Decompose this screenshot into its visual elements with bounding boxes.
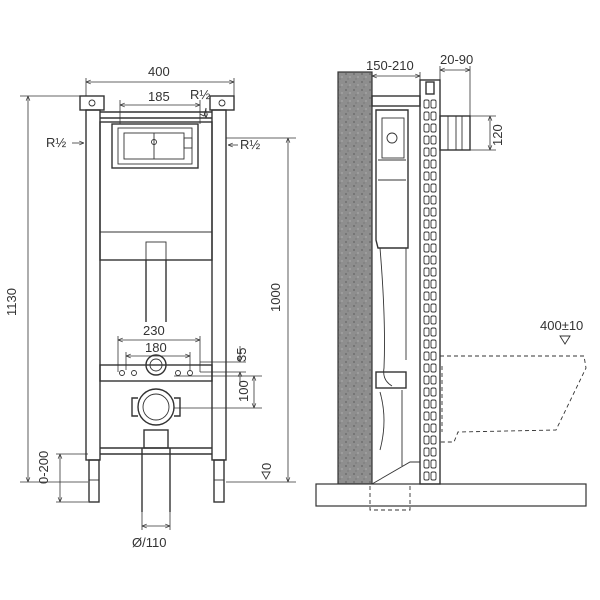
frame-slot — [430, 375, 437, 385]
frame-slot — [423, 351, 430, 361]
frame-uprights — [79, 95, 235, 503]
frame-slot — [430, 435, 437, 445]
zero-level-label: 0 — [259, 463, 274, 470]
frame-slot — [423, 435, 430, 445]
frame-slot — [423, 423, 430, 433]
frame-slot — [423, 471, 430, 481]
dim-150-210-label: 150-210 — [366, 58, 414, 73]
frame-slot — [423, 399, 430, 409]
thread-right-label: R½ — [240, 137, 260, 152]
frame-slot — [430, 111, 437, 121]
frame-slot — [430, 195, 437, 205]
frame-slot — [430, 447, 437, 457]
frame-slots — [423, 99, 437, 481]
frame-slot — [430, 231, 437, 241]
thread-left-label: R½ — [46, 135, 66, 150]
frame-slot — [423, 459, 430, 469]
frame-slot — [423, 411, 430, 421]
frame-slot — [430, 411, 437, 421]
frame-slot — [423, 243, 430, 253]
frame-slot — [430, 351, 437, 361]
frame-slot — [423, 159, 430, 169]
frame-slot — [423, 183, 430, 193]
frame-slot — [423, 231, 430, 241]
frame-slot — [423, 195, 430, 205]
front-view: 400 185 R½ R½ R½ 1130 1000 — [4, 64, 296, 550]
side-dimensions: 150-210 20-90 120 400±10 — [366, 52, 583, 345]
frame-slot — [423, 147, 430, 157]
frame-slot — [423, 267, 430, 277]
frame-slot — [423, 363, 430, 373]
toilet-bowl-outline — [440, 355, 587, 443]
dim-230-label: 230 — [143, 323, 165, 338]
frame-slot — [423, 123, 430, 133]
frame-slot — [430, 279, 437, 289]
frame-slot — [430, 459, 437, 469]
frame-slot — [423, 207, 430, 217]
dim-0-200-label: 0-200 — [36, 451, 51, 484]
dim-400-label: 400 — [148, 64, 170, 79]
frame-slot — [430, 159, 437, 169]
frame-slot — [423, 291, 430, 301]
frame-slot — [423, 171, 430, 181]
frame-slot — [423, 219, 430, 229]
frame-slot — [423, 339, 430, 349]
dim-185-label: 185 — [148, 89, 170, 104]
dim-35-label: 35 — [234, 348, 249, 362]
dim-20-90-label: 20-90 — [440, 52, 473, 67]
front-dimensions: 400 185 R½ R½ R½ 1130 1000 — [4, 64, 296, 550]
side-frame-column — [419, 79, 441, 485]
frame-slot — [430, 147, 437, 157]
frame-slot — [423, 279, 430, 289]
flush-pipe — [145, 260, 167, 322]
frame-slot — [423, 387, 430, 397]
frame-slot — [430, 471, 437, 481]
frame-slot — [430, 135, 437, 145]
frame-slot — [430, 387, 437, 397]
cistern — [99, 121, 213, 261]
dim-1130-label: 1130 — [4, 288, 19, 316]
frame-slot — [423, 99, 430, 109]
frame-slot — [430, 123, 437, 133]
frame-slot — [430, 291, 437, 301]
frame-slot — [430, 303, 437, 313]
frame-slot — [423, 375, 430, 385]
dim-100-label: 100 — [236, 380, 251, 402]
frame-slot — [430, 99, 437, 109]
frame-slot — [430, 339, 437, 349]
frame-slot — [430, 255, 437, 265]
side-view: 150-210 20-90 120 400±10 — [315, 52, 587, 511]
dim-diameter-label: Ø/110 — [132, 535, 166, 550]
dim-400-10-label: 400±10 — [540, 318, 583, 333]
frame-slot — [423, 315, 430, 325]
frame-slot — [430, 219, 437, 229]
frame-slot — [430, 399, 437, 409]
thread-top-label: R½ — [190, 87, 210, 102]
dim-120-label: 120 — [490, 124, 505, 146]
frame-slot — [423, 327, 430, 337]
frame-slot — [430, 207, 437, 217]
floor — [315, 483, 587, 507]
bowl-mount — [99, 354, 213, 382]
wall — [337, 71, 373, 485]
frame-slot — [430, 363, 437, 373]
dim-1000-label: 1000 — [268, 283, 283, 312]
frame-slot — [430, 423, 437, 433]
frame-slot — [423, 111, 430, 121]
frame-slot — [430, 315, 437, 325]
frame-slot — [423, 447, 430, 457]
dim-180-label: 180 — [145, 340, 167, 355]
side-cistern — [371, 95, 421, 485]
frame-slot — [430, 327, 437, 337]
frame-slot — [423, 303, 430, 313]
water-inlet — [439, 115, 471, 151]
frame-slot — [423, 255, 430, 265]
frame-slot — [430, 183, 437, 193]
frame-slot — [430, 243, 437, 253]
frame-slot — [430, 267, 437, 277]
waste-outlet — [131, 388, 181, 512]
frame-slot — [430, 171, 437, 181]
frame-slot — [423, 135, 430, 145]
